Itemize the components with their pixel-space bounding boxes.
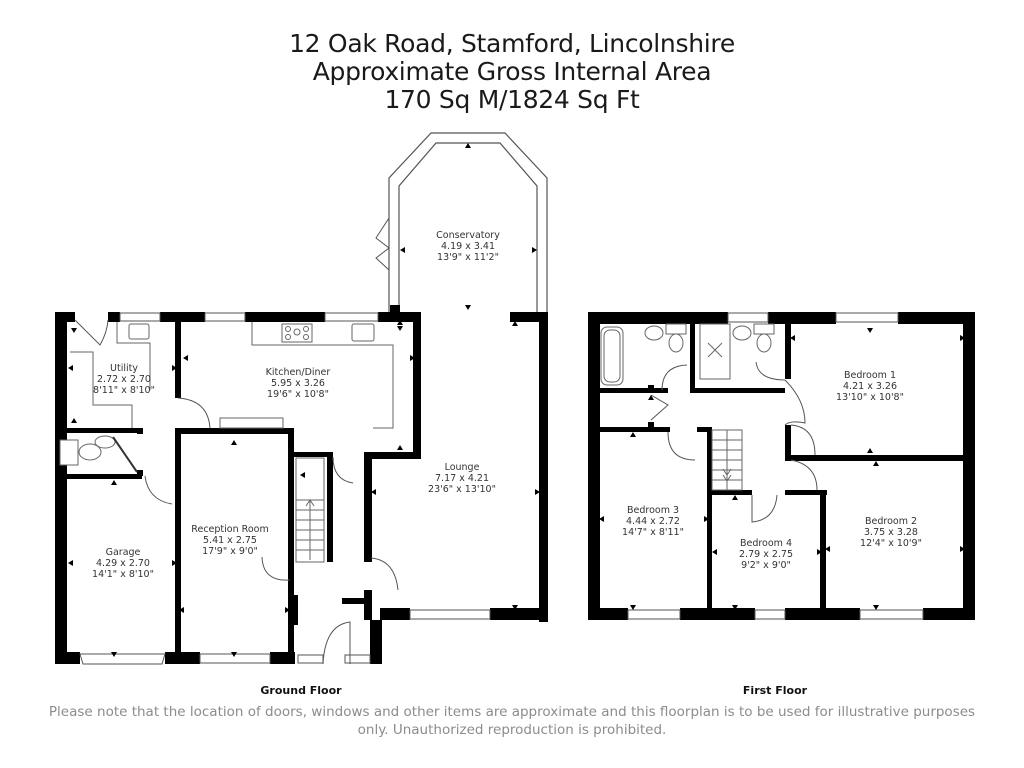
conservatory-walls [388,132,548,315]
room-label-lounge: Lounge 7.17 x 4.21 23'6" x 13'10" [428,462,496,495]
ground-floor-label: Ground Floor [260,684,342,697]
room-label-kitchen-diner: Kitchen/Diner 5.95 x 3.26 19'6" x 10'8" [265,367,331,400]
room-label-conservatory: Conservatory 4.19 x 3.41 13'9" x 11'2" [436,230,500,263]
bathroom-fixtures [600,323,775,491]
ground-exterior-walls [55,305,548,664]
conservatory-door [375,217,390,271]
ground-interior-walls [55,318,367,658]
ground-windows [79,312,491,665]
room-label-reception-room: Reception Room 5.41 x 2.75 17'9" x 9'0" [191,524,269,557]
room-label-bedroom-3: Bedroom 3 4.44 x 2.72 14'7" x 8'11" [622,505,684,538]
first-floor-plan [588,312,975,620]
kitchen-fixtures [59,322,394,563]
address-heading: 12 Oak Road, Stamford, Lincolnshire [289,29,735,58]
first-doors [650,361,818,523]
disclaimer-note: Please note that the location of doors, … [48,704,976,738]
first-interior-walls [600,322,965,617]
ground-floor-plan [55,132,548,665]
room-label-utility: Utility 2.72 x 2.70 8'11" x 8'10" [93,363,155,396]
room-label-garage: Garage 4.29 x 2.70 14'1" x 8'10" [92,547,154,580]
room-label-bedroom-1: Bedroom 1 4.21 x 3.26 13'10" x 10'8" [836,370,904,403]
first-windows [627,312,924,620]
area-value: 170 Sq M/1824 Sq Ft [384,85,640,114]
area-subtitle: Approximate Gross Internal Area [312,57,712,86]
ground-doors [74,319,399,665]
room-label-bedroom-4: Bedroom 4 2.79 x 2.75 9'2" x 9'0" [739,538,793,571]
first-exterior-walls [588,312,975,620]
plan-title: 12 Oak Road, Stamford, Lincolnshire Appr… [0,30,1024,114]
room-label-bedroom-2: Bedroom 2 3.75 x 3.28 12'4" x 10'9" [860,516,922,549]
first-floor-label: First Floor [742,684,808,697]
